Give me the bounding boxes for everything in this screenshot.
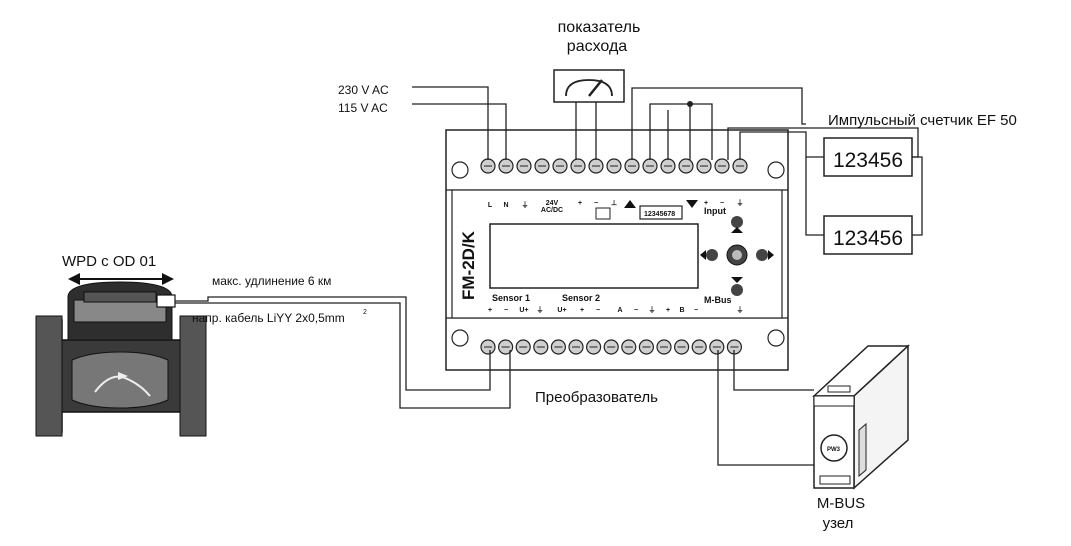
sensor1-label: Sensor 1 — [492, 293, 530, 303]
top-terminal-marking-3: ⏚ — [522, 201, 529, 209]
nav-down-button[interactable] — [731, 284, 743, 296]
input-label: Input — [704, 206, 726, 216]
bottom-terminal-marking-6: + — [580, 307, 584, 314]
supply-230-label: 230 V AC — [338, 83, 389, 97]
mbus-terminal-label: M-Bus — [704, 295, 732, 305]
bottom-terminal-marking-7: − — [596, 307, 600, 314]
device-model: FM-2D/K — [459, 230, 478, 300]
bottom-terminal-marking-1: + — [488, 307, 492, 314]
bottom-terminal-marking-12: B — [679, 307, 684, 314]
top-terminal-marking-9: + — [704, 200, 708, 207]
counter-2-display: 123456 — [833, 227, 903, 250]
bottom-terminal-marking-10: ⏚ — [649, 306, 656, 314]
max-extension-label: макс. удлинение 6 км — [212, 274, 331, 288]
bottom-terminal-marking-3: U+ — [519, 307, 528, 314]
sensor2-label: Sensor 2 — [562, 293, 600, 303]
top-terminal-marking-8: ⊥ — [611, 199, 617, 207]
flow-indicator-label-1: показатель — [558, 19, 641, 36]
wire-junction — [687, 101, 693, 107]
top-terminal-marking-4: 24V — [546, 200, 559, 207]
mbus-node-label-1: M-BUS — [817, 495, 865, 512]
bottom-terminal-marking-4: ⏚ — [537, 306, 544, 314]
nav-up-button[interactable] — [731, 216, 743, 228]
bottom-terminal-marking-5: U+ — [557, 307, 566, 314]
pulse-sensor — [156, 294, 176, 308]
top-terminal-marking-7: − — [594, 200, 598, 207]
lcd-display — [489, 223, 699, 289]
top-terminal-marking-10: − — [720, 200, 724, 207]
dimension-arrow — [68, 273, 174, 285]
cable-note-superscript: 2 — [363, 309, 367, 316]
top-terminal-marking-2: N — [503, 202, 508, 209]
mbus-box-badge: PW3 — [827, 447, 841, 453]
top-terminal-row — [480, 158, 748, 174]
flow-indicator — [553, 69, 625, 103]
bottom-terminal-marking-13: − — [694, 307, 698, 314]
water-meter — [35, 281, 207, 437]
bottom-terminal-marking-11: + — [666, 307, 670, 314]
bottom-terminal-marking-8: A — [617, 307, 622, 314]
top-terminal-marking-6: + — [578, 200, 582, 207]
top-terminal-marking-5: AC/DC — [541, 207, 563, 214]
meter-name-label: WPD с OD 01 — [62, 253, 156, 270]
bottom-terminal-marking-14: ⏚ — [737, 306, 744, 314]
wires — [175, 86, 923, 466]
cable-note-label: напр. кабель LiYY 2x0,5mm — [192, 311, 345, 325]
mbus-node-label-2: узел — [823, 515, 854, 532]
pulse-counter-2 — [823, 215, 913, 255]
top-terminal-marking-1: L — [488, 202, 493, 209]
converter-label: Преобразователь — [535, 389, 658, 406]
bottom-terminal-markings: + − U+ ⏚ U+ + − A − ⏚ + B − ⏚ — [488, 306, 744, 314]
top-terminal-marking-11: ⏚ — [737, 199, 744, 207]
flow-indicator-label-2: расхода — [567, 38, 628, 55]
nav-right-button[interactable] — [756, 249, 768, 261]
nav-left-button[interactable] — [706, 249, 718, 261]
pulse-counter-label: Импульсный счетчик EF 50 — [828, 112, 1017, 129]
supply-115-label: 115 V AC — [338, 101, 388, 115]
bottom-terminal-marking-2: − — [504, 307, 508, 314]
device-counter-display: 12345678 — [644, 211, 675, 218]
pulse-counter-1 — [823, 137, 913, 177]
bottom-terminal-row — [480, 339, 743, 355]
counter-1-display: 123456 — [833, 149, 903, 172]
mbus-node-box — [812, 344, 910, 490]
bottom-terminal-marking-9: − — [634, 307, 638, 314]
